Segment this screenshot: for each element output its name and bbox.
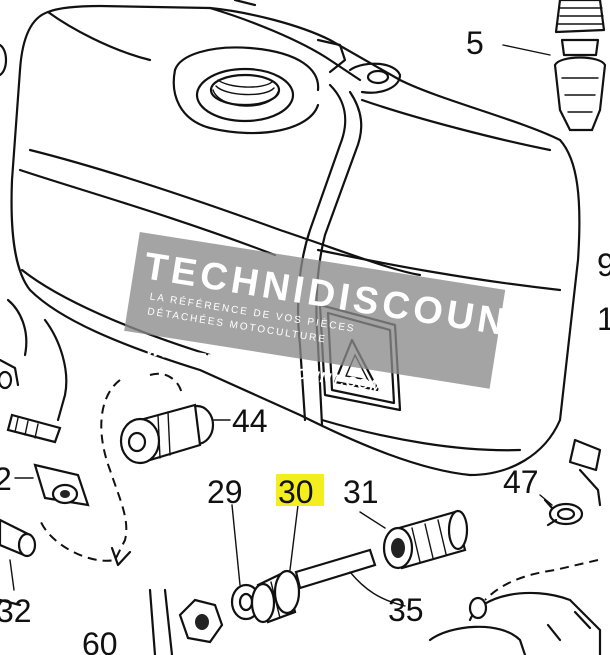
part-44-fitting [119,403,231,465]
part-35-tube [294,548,406,607]
part-2-clip [14,463,90,507]
watermark: TECHNIDISCOUNT LA RÉFÉRENCE DE VOS PIÈCE… [124,232,539,396]
connector-right [568,438,602,507]
label-29: 29 [207,474,243,510]
label-47: 47 [503,464,539,500]
nut-part [178,598,224,644]
part-5-strainer [502,0,607,132]
arrow-head [110,546,132,567]
fuel-tank [6,4,581,477]
dashed-routing-line [39,379,128,562]
highlight-box [276,474,324,506]
fuel-pump-fragment [428,559,602,655]
watermark-banner [124,232,506,389]
part-47-clamp [539,494,584,527]
label-5: 5 [466,25,484,61]
label-1: 1 [597,301,610,337]
label-9: 9 [597,247,610,283]
label-31: 31 [343,474,379,510]
part-31-filter [359,509,469,570]
label-2: 2 [0,461,12,497]
left-hose [0,358,62,558]
label-35: 35 [388,592,424,628]
label-32: 32 [0,593,32,629]
part-30-grommet [250,504,301,624]
label-44: 44 [232,403,268,439]
label-60: 60 [82,626,118,655]
bottom-tube [148,588,157,655]
label-30: 30 [278,474,314,510]
